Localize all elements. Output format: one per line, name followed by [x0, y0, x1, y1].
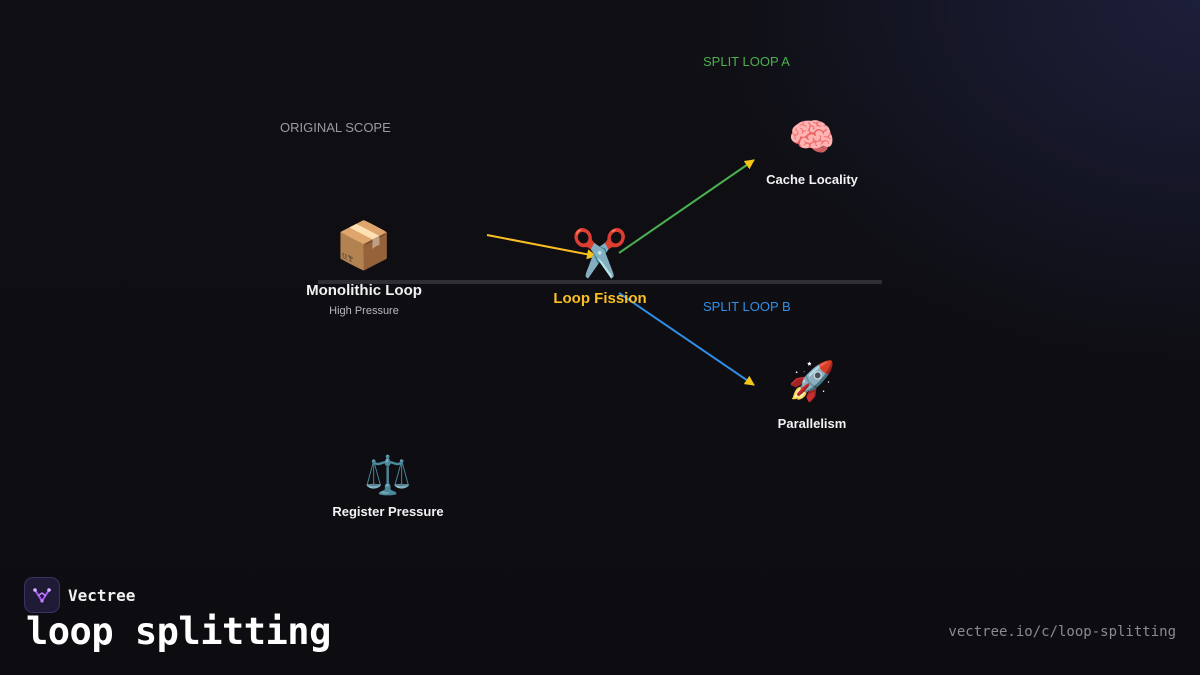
arrow-fission-to-cache — [618, 159, 755, 254]
original-scope-label: ORIGINAL SCOPE — [280, 120, 391, 135]
brain-icon: 🧠 — [788, 115, 836, 159]
arrow-fission-to-parallel — [618, 292, 755, 386]
node-monolithic-loop: 📦 Monolithic Loop High Pressure — [306, 222, 422, 317]
split-loop-b-label: SPLIT LOOP B — [703, 299, 791, 314]
node-title: Parallelism — [777, 416, 847, 431]
rocket-icon: 🚀 — [788, 359, 836, 403]
vectree-logo-icon — [24, 577, 60, 613]
node-register-pressure: ⚖️ Register Pressure — [332, 456, 443, 519]
node-title: Monolithic Loop — [306, 282, 422, 299]
scissors-icon: ✂️ — [571, 226, 629, 280]
node-title: Register Pressure — [332, 504, 444, 519]
scales-icon: ⚖️ — [364, 453, 412, 497]
page-title: loop splitting — [26, 610, 331, 653]
node-cache-locality: 🧠 Cache Locality — [766, 118, 858, 187]
node-subtitle: High Pressure — [329, 305, 399, 317]
node-loop-fission: ✂️ Loop Fission — [553, 230, 646, 307]
page-url[interactable]: vectree.io/c/loop-splitting — [948, 624, 1176, 640]
brand-name: Vectree — [68, 585, 136, 605]
package-icon: 📦 — [335, 218, 393, 272]
node-title: Loop Fission — [553, 290, 647, 307]
arrow-monolithic-to-fission — [486, 234, 597, 260]
node-parallelism: 🚀 Parallelism — [778, 362, 847, 431]
brand[interactable]: Vectree — [24, 577, 135, 613]
node-title: Cache Locality — [766, 172, 858, 187]
split-loop-a-label: SPLIT LOOP A — [703, 54, 790, 69]
